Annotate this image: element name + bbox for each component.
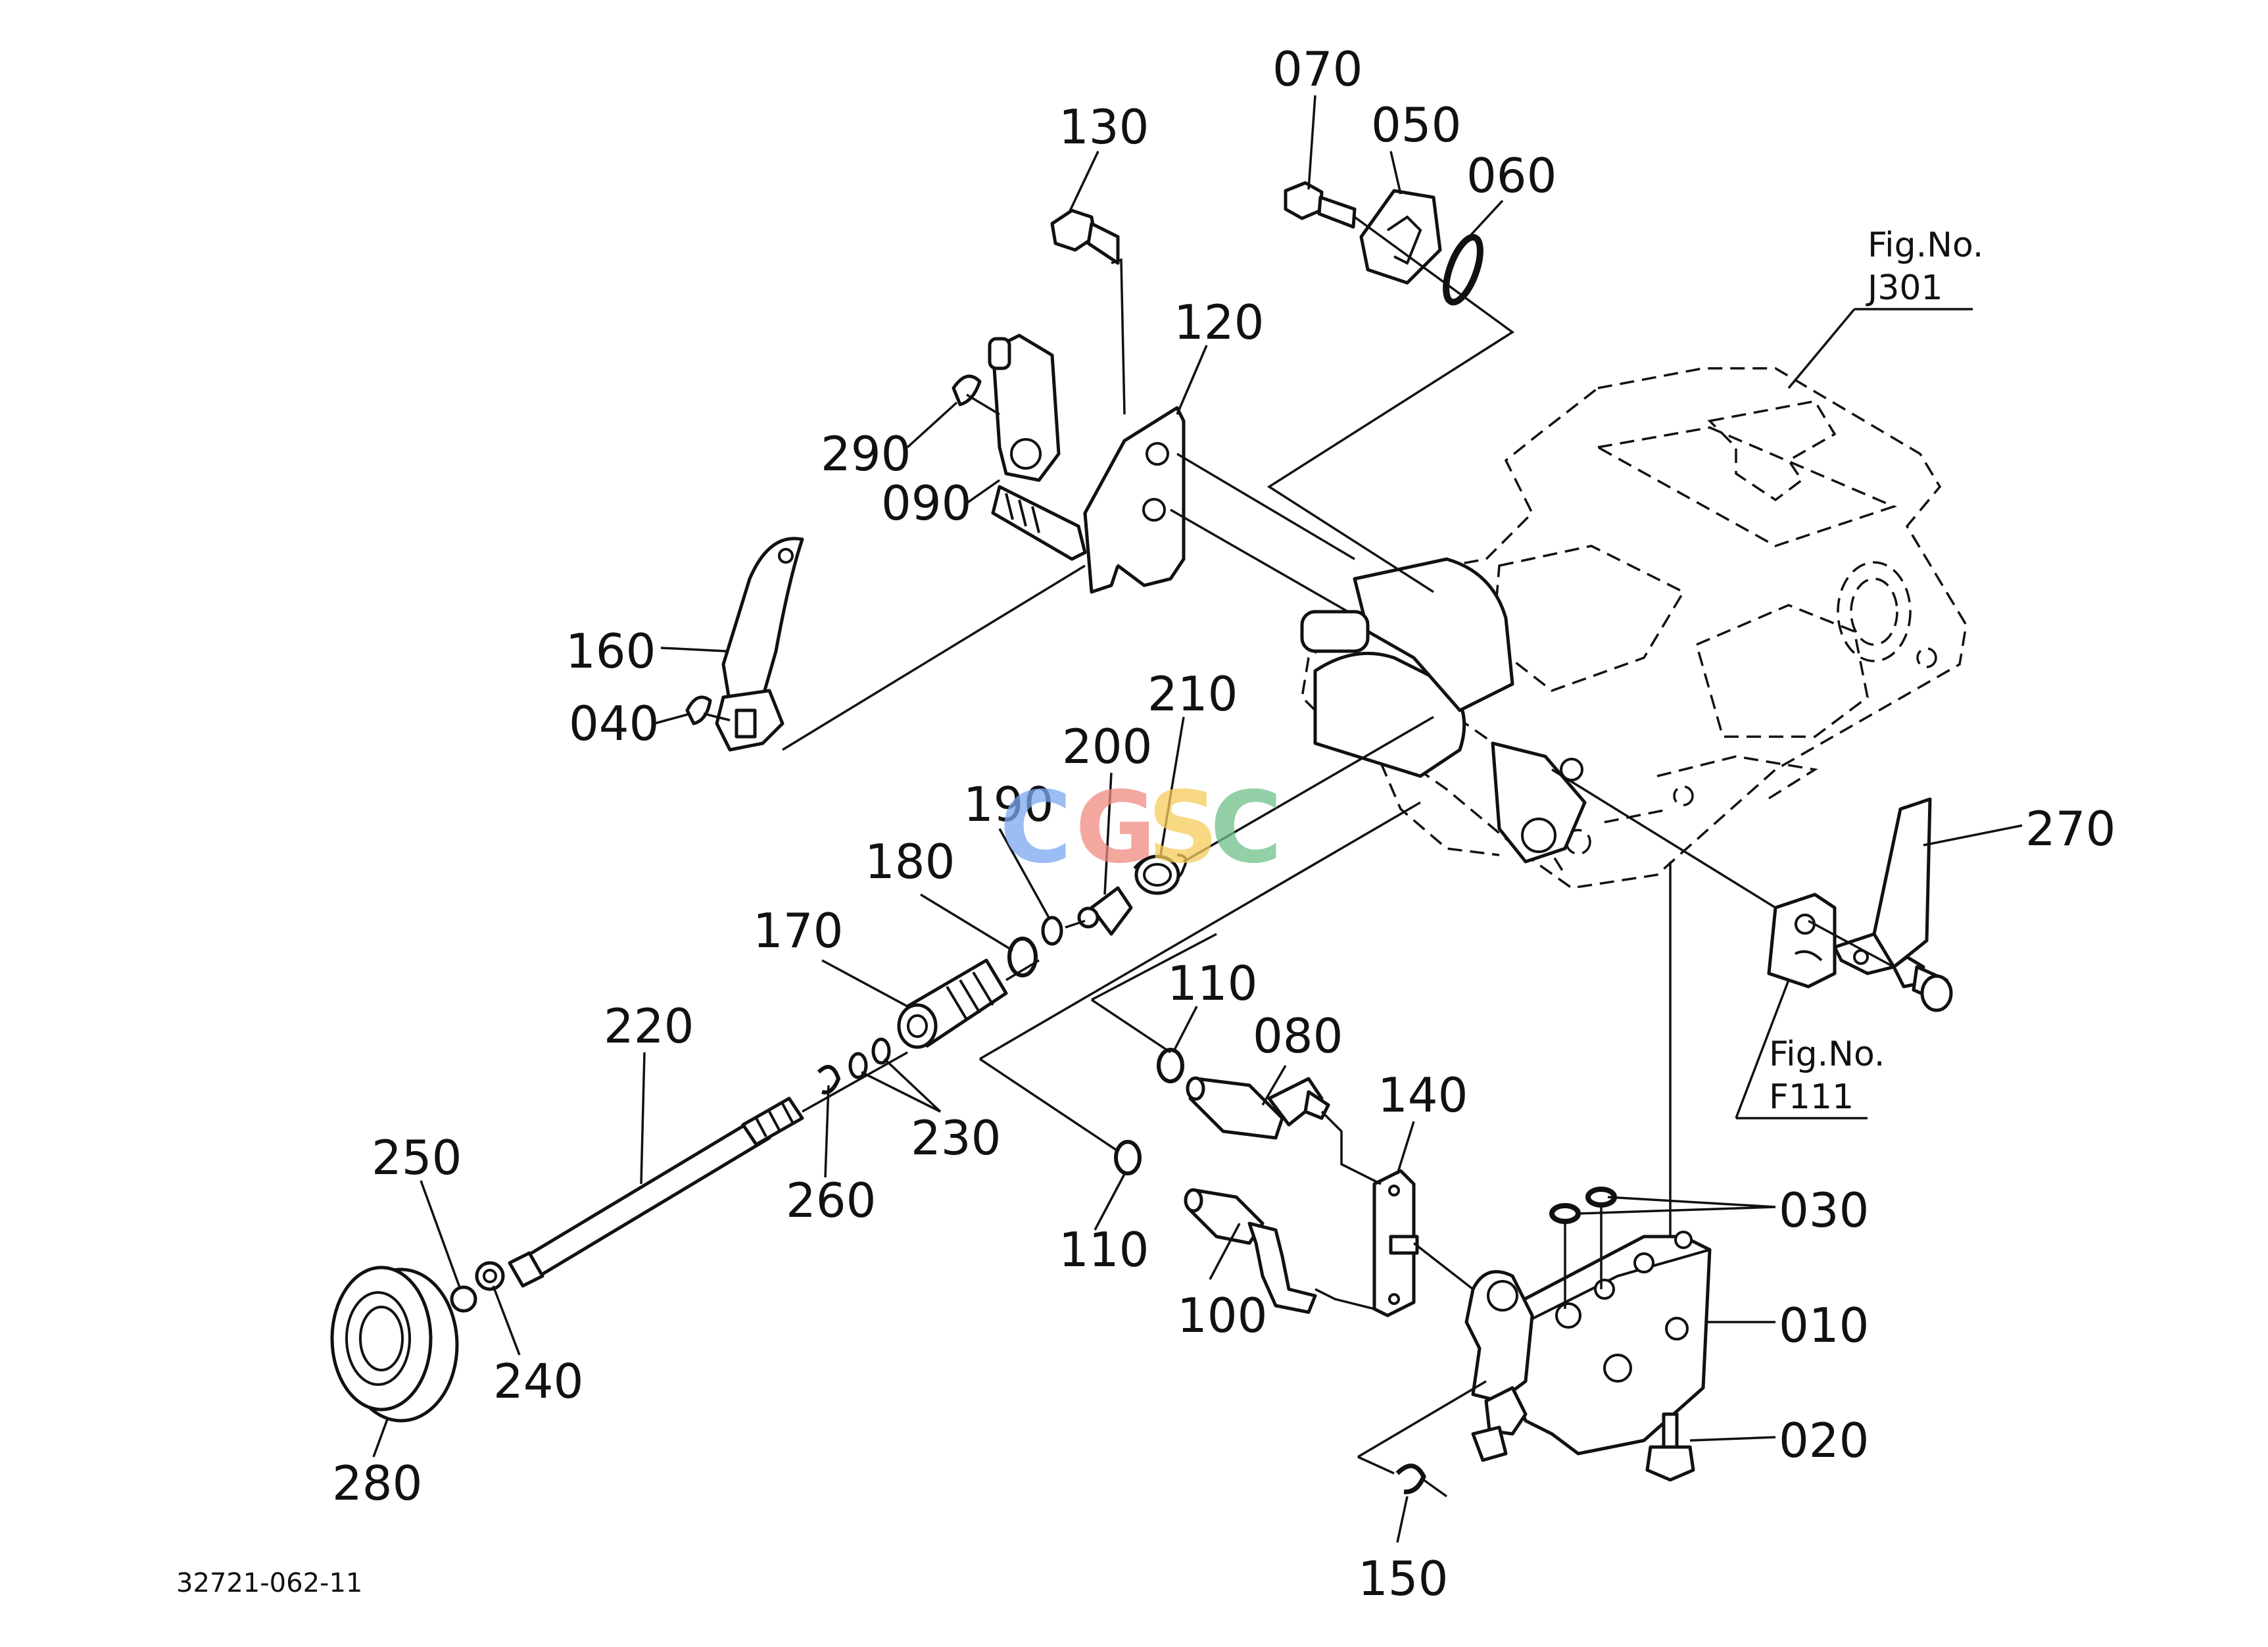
part-labels: 070 050 060 130 120 290 090 160 040 210 …: [332, 41, 2115, 1606]
part-210-spring: [1133, 854, 1188, 895]
label-090: 090: [881, 476, 971, 531]
label-270: 270: [2025, 801, 2115, 856]
watermark-letter-g: G: [1075, 771, 1156, 885]
assembly-lines: [703, 216, 1894, 1498]
label-250: 250: [372, 1130, 462, 1185]
label-070: 070: [1272, 41, 1363, 97]
part-120-bracket: [1083, 406, 1186, 594]
part-100-spool: [1184, 1188, 1317, 1314]
figref-j301-line1: Fig.No.: [1868, 226, 1983, 265]
valve-body-front: [1300, 557, 1587, 864]
watermark-logo: C G S C: [1000, 771, 1282, 885]
part-230-rings: [848, 1037, 891, 1079]
part-290-clip: [952, 374, 982, 406]
part-150-clip: [1395, 1463, 1426, 1494]
part-180-ring: [1007, 937, 1038, 977]
figref-f111-line1: Fig.No.: [1769, 1035, 1885, 1074]
label-100: 100: [1177, 1288, 1267, 1343]
label-200: 200: [1062, 719, 1152, 774]
drawing-code: 32721-062-11: [176, 1568, 362, 1598]
part-270-bolt: [1892, 955, 1953, 1012]
label-170: 170: [753, 903, 843, 958]
watermark-letter-c2: C: [1210, 771, 1282, 885]
part-240-washer: [475, 1261, 505, 1291]
label-050: 050: [1371, 97, 1461, 153]
part-080-spool: [1186, 1076, 1330, 1140]
part-140-plate: [1372, 1169, 1419, 1317]
label-190: 190: [963, 777, 1053, 832]
label-280: 280: [332, 1456, 422, 1511]
label-060: 060: [1466, 148, 1556, 203]
label-240: 240: [493, 1354, 583, 1409]
label-210: 210: [1147, 666, 1238, 722]
label-220: 220: [604, 998, 694, 1054]
part-190-ring: [1041, 916, 1063, 946]
watermark-letter-c1: C: [1000, 771, 1072, 885]
part-270-bracket: [1767, 893, 1837, 989]
part-030-washers: [1549, 1187, 1617, 1224]
label-110-lower: 110: [1059, 1222, 1149, 1277]
part-110-oring-lower: [1114, 1140, 1142, 1175]
figref-j301-line2: J301: [1866, 268, 1943, 308]
part-090-lever: [988, 333, 1087, 561]
label-160: 160: [566, 624, 656, 679]
part-220-shaft: [508, 1096, 804, 1288]
label-020: 020: [1779, 1413, 1869, 1468]
label-150: 150: [1358, 1551, 1448, 1606]
part-250-ring: [450, 1285, 477, 1313]
label-180: 180: [865, 834, 955, 889]
part-130-bolt: [1050, 209, 1120, 265]
label-290: 290: [821, 426, 911, 481]
part-280-knob: [330, 1266, 459, 1423]
label-030: 030: [1779, 1183, 1869, 1238]
label-260: 260: [786, 1173, 876, 1228]
part-270-lever: [1833, 797, 1932, 975]
figure-references: Fig.No. J301 Fig.No. F111: [1769, 226, 1983, 1117]
label-140: 140: [1378, 1068, 1468, 1123]
label-110-upper: 110: [1167, 956, 1257, 1011]
watermark-letter-s: S: [1147, 771, 1218, 885]
part-110-oring-upper: [1157, 1048, 1184, 1083]
figref-f111-line2: F111: [1769, 1077, 1854, 1117]
part-020-bolt: [1645, 1412, 1695, 1482]
part-060-oring: [1443, 234, 1484, 306]
part-050-plate: [1359, 189, 1442, 285]
leader-lines: [372, 95, 2023, 1543]
label-130: 130: [1059, 99, 1149, 155]
part-170-sleeve: [897, 958, 1008, 1049]
part-160-lever: [715, 537, 804, 752]
label-040: 040: [569, 696, 659, 751]
label-230: 230: [911, 1110, 1001, 1166]
label-120: 120: [1174, 295, 1264, 350]
label-010: 010: [1779, 1298, 1869, 1353]
part-070-bolt: [1284, 181, 1357, 229]
label-080: 080: [1253, 1008, 1343, 1064]
part-200-valve: [1077, 886, 1133, 936]
part-040-clip: [685, 695, 712, 725]
part-010-valve-block: [1464, 1231, 1712, 1462]
